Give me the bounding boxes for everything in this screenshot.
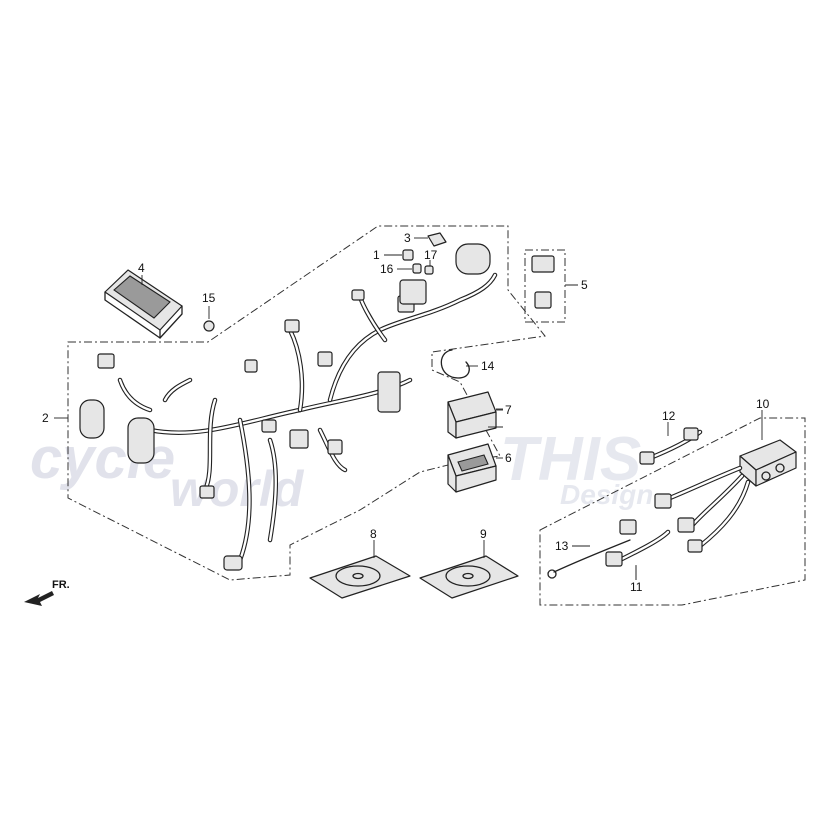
part-5-relays bbox=[524, 249, 578, 323]
callout-leaders bbox=[54, 284, 637, 580]
small-clips bbox=[384, 232, 447, 275]
part-2-main-wire-harness bbox=[79, 243, 498, 571]
callout-8: 8 bbox=[370, 527, 377, 541]
callout-13: 13 bbox=[555, 539, 569, 553]
part-6-ecu bbox=[447, 426, 503, 493]
part-9-software-cd bbox=[419, 540, 519, 599]
callout-14: 14 bbox=[481, 359, 495, 373]
watermark-right-line1: THIS bbox=[500, 425, 641, 494]
callout-2: 2 bbox=[42, 411, 49, 425]
callout-1: 1 bbox=[373, 248, 380, 262]
callout-4: 4 bbox=[138, 261, 145, 275]
part-3-clip bbox=[427, 232, 447, 247]
front-label: FR. bbox=[52, 579, 70, 591]
part-4-control-unit bbox=[104, 269, 183, 339]
callout-7: 7 bbox=[505, 403, 512, 417]
front-direction-indicator: FR. bbox=[24, 579, 70, 606]
part-14-clamp bbox=[440, 349, 478, 379]
front-arrow-icon bbox=[24, 591, 54, 606]
callout-11: 11 bbox=[630, 580, 643, 594]
part-7-ecu bbox=[447, 391, 503, 439]
watermark: cycle world THIS Design bbox=[30, 425, 653, 517]
watermark-left-line2: world bbox=[170, 461, 305, 517]
kit-group-outline bbox=[539, 417, 806, 606]
part-13-ground-lead bbox=[547, 539, 631, 579]
callout-labels: 1 2 3 4 5 6 7 8 9 10 11 12 13 14 15 16 1… bbox=[42, 231, 770, 594]
callout-6: 6 bbox=[505, 451, 512, 465]
part-15-nut bbox=[203, 306, 215, 332]
callout-9: 9 bbox=[480, 527, 487, 541]
part-16-clip bbox=[412, 263, 422, 274]
callout-10: 10 bbox=[756, 397, 770, 411]
callout-15: 15 bbox=[202, 291, 216, 305]
part-17-clip bbox=[424, 265, 434, 275]
callout-5: 5 bbox=[581, 278, 588, 292]
part-8-software-cd bbox=[309, 540, 411, 599]
callout-3: 3 bbox=[404, 231, 411, 245]
callout-12: 12 bbox=[662, 409, 676, 423]
part-11-sub-harness bbox=[605, 519, 671, 580]
part-12-adapter-harness bbox=[639, 422, 703, 465]
part-1-clip bbox=[402, 249, 414, 261]
callout-16: 16 bbox=[380, 262, 394, 276]
part-10-control-box bbox=[654, 410, 797, 553]
callout-17: 17 bbox=[424, 248, 438, 262]
watermark-right-line2: Design bbox=[560, 479, 653, 510]
